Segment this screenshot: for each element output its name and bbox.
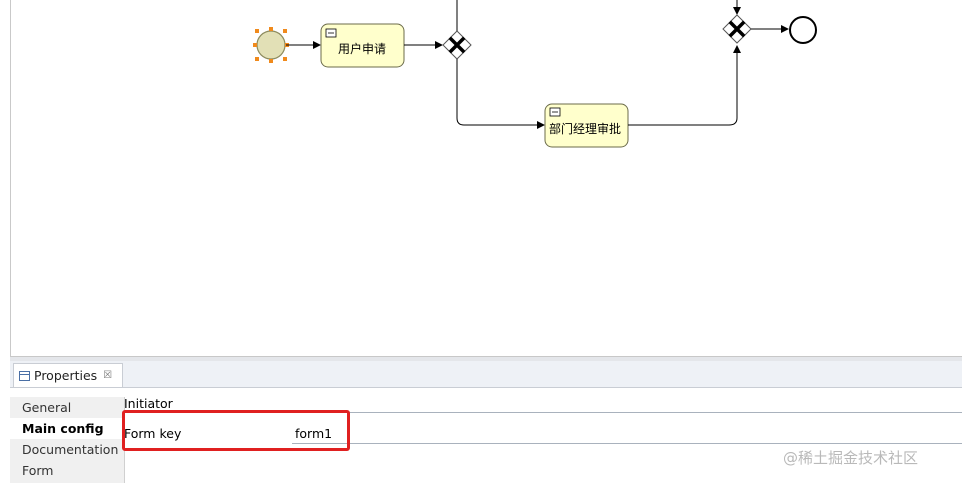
selection-handle[interactable] xyxy=(283,57,287,61)
close-icon xyxy=(728,20,746,38)
sidebar-item-form[interactable]: Form xyxy=(22,463,54,478)
start-event[interactable] xyxy=(253,27,289,63)
sequence-flow[interactable] xyxy=(628,45,741,126)
sequence-flow[interactable] xyxy=(456,59,545,129)
end-event[interactable] xyxy=(789,16,817,44)
selection-handle[interactable] xyxy=(269,27,273,31)
watermark: @稀土掘金技术社区 xyxy=(783,449,919,467)
selection-handle[interactable] xyxy=(283,29,287,33)
close-icon[interactable]: ☒ xyxy=(103,370,113,381)
initiator-label: Initiator xyxy=(124,396,173,411)
initiator-field-underline xyxy=(292,412,962,413)
canvas-divider xyxy=(10,356,962,361)
properties-sidebar: General Main config Documentation Form xyxy=(10,397,125,483)
selection-handle[interactable] xyxy=(269,59,273,63)
close-icon xyxy=(448,36,466,54)
tab-properties[interactable]: Properties ☒ xyxy=(13,363,123,387)
form-key-field-underline xyxy=(292,443,962,444)
form-key-input[interactable]: form1 xyxy=(295,426,333,441)
properties-header: Properties ☒ xyxy=(10,361,962,388)
highlight-box xyxy=(122,410,350,451)
selection-handle[interactable] xyxy=(255,57,259,61)
sidebar-item-documentation[interactable]: Documentation xyxy=(22,442,119,457)
bpmn-diagram[interactable] xyxy=(11,0,962,357)
left-gutter xyxy=(0,0,10,483)
exclusive-gateway-join[interactable] xyxy=(722,14,752,44)
user-task-apply[interactable] xyxy=(320,23,405,68)
diagram-canvas[interactable]: 用户申请 部门经理审批 xyxy=(10,0,962,357)
properties-icon xyxy=(19,370,30,381)
sidebar-item-main-config[interactable]: Main config xyxy=(10,418,124,439)
task-label-manager-approve: 部门经理审批 xyxy=(549,122,622,136)
selection-handle[interactable] xyxy=(255,29,259,33)
properties-panel: Properties ☒ General Main config Documen… xyxy=(10,361,962,483)
user-task-manager-approve[interactable] xyxy=(544,103,629,148)
task-label-apply: 用户申请 xyxy=(338,42,387,56)
selection-handle[interactable] xyxy=(253,43,257,47)
sidebar-item-general[interactable]: General xyxy=(22,400,72,415)
form-key-label: Form key xyxy=(124,426,182,441)
tab-properties-label: Properties xyxy=(34,368,98,383)
exclusive-gateway[interactable] xyxy=(442,30,472,60)
